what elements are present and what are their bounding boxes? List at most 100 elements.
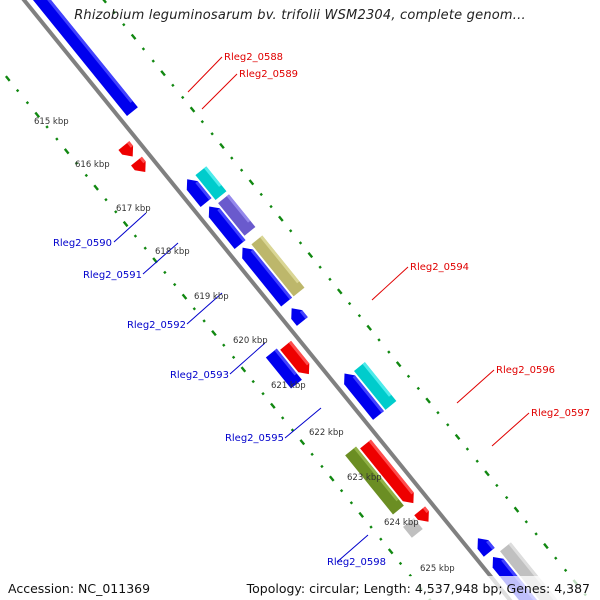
tick-minor — [310, 452, 314, 457]
tick-major — [122, 220, 129, 228]
gene-g-0589[interactable] — [131, 156, 151, 177]
tick-minor — [406, 374, 411, 378]
gene-g-b3[interactable] — [237, 243, 293, 307]
gene-g-0597[interactable] — [403, 518, 423, 538]
tick-minor — [230, 156, 234, 160]
tick-major — [93, 184, 99, 191]
gene-body — [265, 348, 302, 389]
tick-minor — [465, 447, 470, 451]
tick-minor — [269, 204, 273, 209]
kbp-label: 618 kbp — [155, 247, 190, 257]
gene-label-rleg2-0595[interactable]: Rleg2_0595 — [225, 433, 284, 444]
tick-minor — [387, 350, 391, 354]
tick-minor — [320, 464, 324, 469]
gene-highlight — [352, 375, 384, 413]
kbp-label: 619 kbp — [194, 292, 229, 302]
gene-g-b6[interactable] — [472, 534, 495, 557]
tick-major — [336, 288, 343, 295]
gene-highlight — [203, 166, 222, 187]
gene-highlight — [250, 249, 293, 300]
tick-minor — [200, 120, 205, 124]
tick-minor — [436, 410, 440, 415]
tick-minor — [357, 313, 362, 318]
gene-g-b1[interactable] — [182, 175, 212, 207]
tick-major — [101, 0, 107, 4]
gene-g-0592[interactable] — [251, 235, 305, 297]
gene-label-rleg2-0589[interactable]: Rleg2_0589 — [239, 69, 298, 80]
tick-major — [425, 397, 431, 404]
gene-label-layer: Rleg2_0588Rleg2_0589Rleg2_0590Rleg2_0591… — [53, 52, 590, 568]
gene-highlight — [486, 540, 495, 550]
label-leader-line — [491, 412, 530, 447]
gene-g-0595[interactable] — [354, 362, 397, 410]
kbp-label: 620 kbp — [233, 336, 268, 346]
gene-g-r5[interactable] — [360, 439, 419, 508]
gene-label-rleg2-0590[interactable]: Rleg2_0590 — [53, 238, 112, 249]
gene-label-rleg2-0596[interactable]: Rleg2_0596 — [496, 365, 555, 376]
tick-minor — [416, 386, 420, 391]
tick-major — [270, 402, 276, 409]
kbp-label: 625 kbp — [420, 564, 455, 574]
tick-minor — [74, 161, 79, 166]
kbp-label: 615 kbp — [34, 117, 69, 127]
gene-g-b2[interactable] — [204, 202, 246, 249]
gene-g-top-blue[interactable] — [4, 0, 138, 117]
gene-g-0594b[interactable] — [265, 348, 302, 389]
gene-g-0593[interactable] — [286, 304, 308, 326]
tick-minor — [210, 132, 214, 136]
tick-minor — [133, 234, 138, 238]
gene-body — [208, 206, 246, 249]
gene-highlight — [353, 446, 399, 502]
gene-label-rleg2-0594[interactable]: Rleg2_0594 — [410, 262, 469, 273]
tick-major — [34, 111, 41, 118]
accession-text: Accession: NC_011369 — [8, 581, 151, 596]
tick-minor — [122, 23, 126, 27]
tick-minor — [15, 88, 20, 93]
gene-label-rleg2-0593[interactable]: Rleg2_0593 — [170, 370, 229, 381]
kbp-label: 624 kbp — [384, 518, 419, 528]
tick-major — [278, 215, 284, 222]
tick-minor — [504, 495, 509, 500]
info-footer: Accession: NC_011369 Topology: circular;… — [0, 576, 600, 600]
tick-minor — [151, 59, 155, 63]
gene-label-rleg2-0592[interactable]: Rleg2_0592 — [127, 320, 186, 331]
gene-g-0596[interactable] — [345, 446, 404, 515]
gene-g-0590[interactable] — [195, 166, 227, 201]
gene-highlight — [299, 310, 308, 319]
tick-major — [454, 433, 461, 440]
gene-label-rleg2-0597[interactable]: Rleg2_0597 — [531, 408, 590, 419]
gene-highlight — [288, 340, 310, 366]
gene-highlight — [411, 518, 418, 525]
gene-g-0588[interactable] — [118, 141, 138, 161]
tick-minor — [25, 101, 30, 105]
tick-major — [395, 361, 402, 368]
tick-minor — [112, 10, 116, 15]
gene-label-rleg2-0598[interactable]: Rleg2_0598 — [327, 557, 386, 568]
tick-minor — [222, 343, 226, 347]
tick-minor — [318, 265, 322, 269]
tick-major — [484, 470, 490, 477]
tick-minor — [259, 192, 263, 197]
tick-major — [299, 439, 306, 446]
tick-minor — [563, 568, 568, 572]
gene-g-0591[interactable] — [218, 194, 256, 236]
gene-highlight — [12, 0, 133, 103]
gene-g-b4[interactable] — [339, 369, 384, 420]
gene-g-r6[interactable] — [414, 506, 434, 526]
gene-label-rleg2-0591[interactable]: Rleg2_0591 — [83, 270, 142, 281]
tick-major — [63, 148, 70, 155]
tick-minor — [377, 338, 381, 342]
tick-minor — [369, 525, 373, 529]
gene-highlight — [226, 194, 251, 223]
gene-g-0594r[interactable] — [280, 340, 314, 379]
gene-body — [186, 179, 212, 207]
tick-minor — [114, 210, 118, 214]
tick-minor — [181, 95, 185, 100]
tick-minor — [554, 556, 558, 560]
gene-label-rleg2-0588[interactable]: Rleg2_0588 — [224, 52, 283, 63]
gene-highlight — [195, 181, 212, 201]
tick-minor — [171, 83, 175, 88]
tick-major — [189, 106, 196, 113]
